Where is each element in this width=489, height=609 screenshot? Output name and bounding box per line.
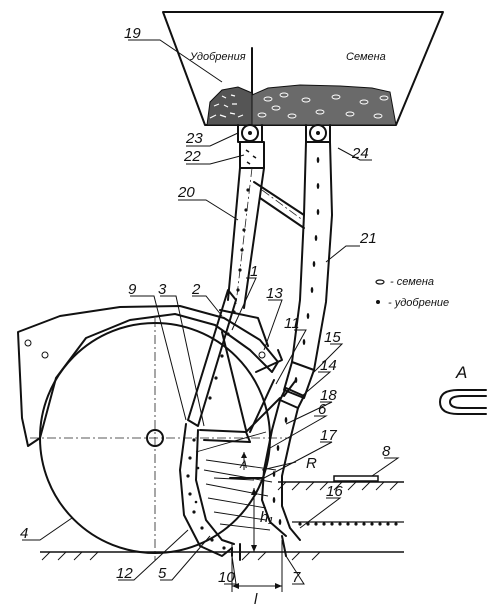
callout-20: 20 [177, 184, 195, 201]
callout-5: 5 [158, 565, 167, 582]
callout-3: 3 [158, 281, 167, 298]
seeds-label: Семена [346, 51, 386, 63]
disc-guard [17, 305, 279, 447]
seed-meter [305, 124, 331, 143]
radius-label: R [306, 455, 317, 472]
view-a-arrow [439, 389, 487, 415]
press-plate [333, 475, 379, 482]
callout-1: 1 [250, 263, 258, 280]
legend-seed-symbol [375, 279, 385, 285]
seed-tube [291, 141, 333, 371]
fertilizer-meter [237, 124, 263, 143]
callout-9: 9 [128, 281, 137, 298]
seed-row [292, 521, 404, 526]
legend-fertilizer-label: - удобрение [388, 297, 449, 309]
seed-particles [272, 157, 320, 525]
callout-4: 4 [20, 525, 28, 542]
small-a-label: A [239, 459, 247, 471]
fertilizer-material [206, 86, 253, 126]
callout-17: 17 [320, 427, 337, 444]
callout-6: 6 [318, 401, 327, 418]
callout-11: 11 [284, 315, 300, 332]
legend-fertilizer-symbol [376, 300, 380, 304]
callout-15: 15 [324, 329, 341, 346]
callout-16: 16 [326, 483, 343, 500]
callout-22: 22 [183, 148, 201, 165]
callout-2: 2 [191, 281, 201, 298]
callout-19: 19 [124, 25, 141, 42]
disc-opener [30, 318, 290, 560]
callout-13: 13 [266, 285, 283, 302]
leader-lines [22, 39, 400, 585]
callout-8: 8 [382, 443, 391, 460]
length-label: l [254, 591, 258, 608]
callout-24: 24 [351, 145, 369, 162]
callout-21: 21 [359, 230, 377, 247]
callout-14: 14 [320, 357, 337, 374]
depth-label: h₁ [260, 509, 273, 526]
fertilizer-tube [227, 167, 265, 309]
callout-18: 18 [320, 387, 337, 404]
seed-material [251, 84, 397, 126]
fertilizer-label: Удобрения [189, 51, 246, 63]
callout-7: 7 [292, 569, 301, 586]
sleeve [279, 361, 315, 409]
view-a-label: A [455, 363, 467, 382]
frame-strut [187, 289, 297, 443]
soil-surface [40, 481, 404, 561]
fertilizer-particles [186, 188, 250, 550]
legend-seeds-label: - семена [390, 276, 434, 288]
callout-12: 12 [116, 565, 133, 582]
callout-23: 23 [185, 130, 203, 147]
tube-connector [253, 181, 305, 229]
callout-10: 10 [218, 569, 235, 586]
